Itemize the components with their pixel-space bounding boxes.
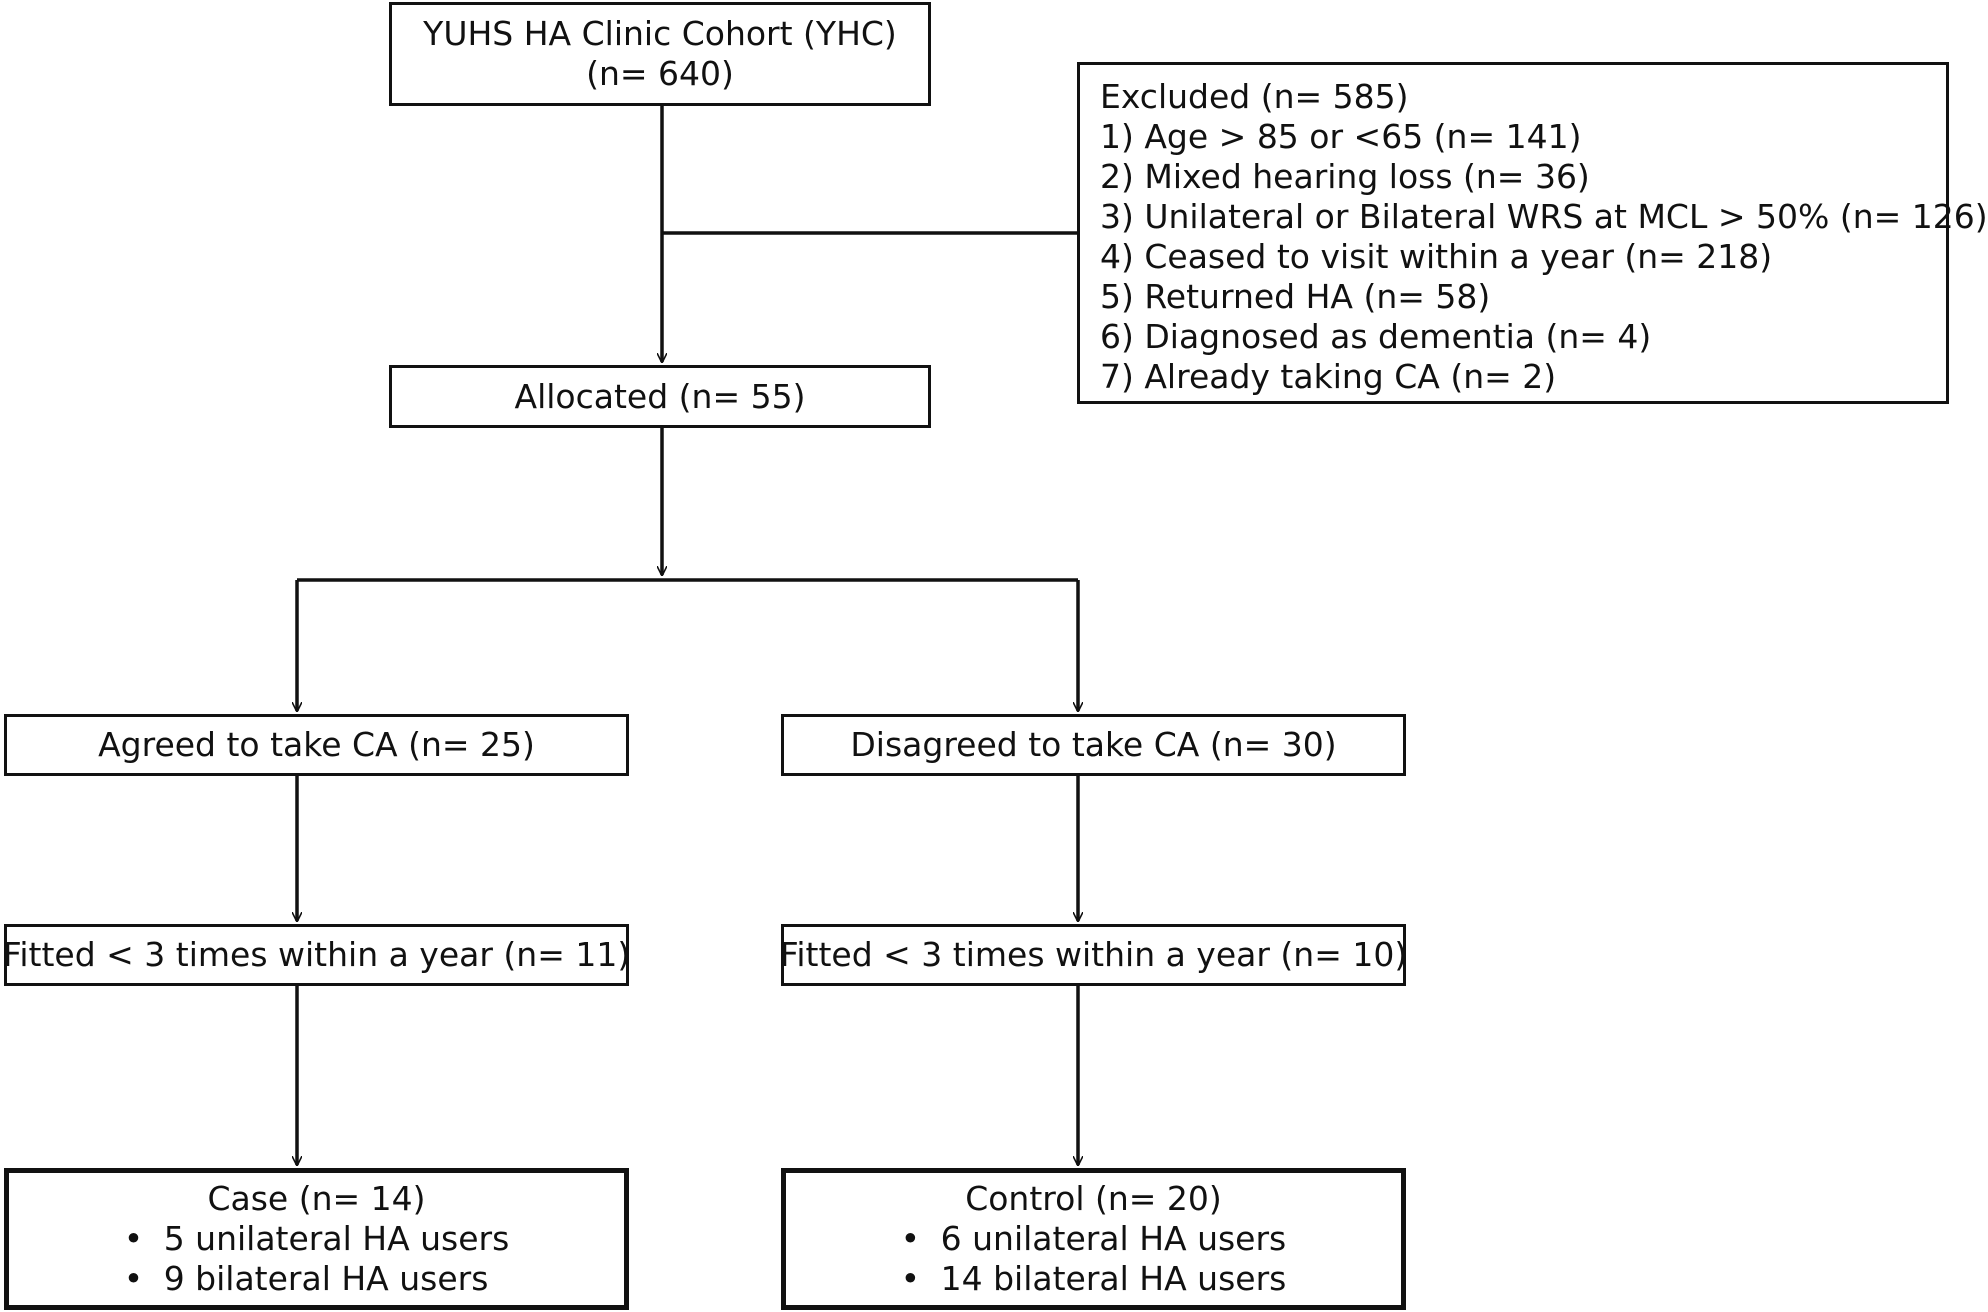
control-bullet: •14 bilateral HA users bbox=[900, 1259, 1287, 1298]
fitted-right-label: Fitted < 3 times within a year (n= 10) bbox=[779, 935, 1408, 974]
control-bullet: •6 unilateral HA users bbox=[900, 1219, 1287, 1258]
fitted-right-box: Fitted < 3 times within a year (n= 10) bbox=[779, 924, 1408, 986]
control-title: Control (n= 20) bbox=[965, 1179, 1222, 1218]
allocated-label: Allocated (n= 55) bbox=[514, 376, 806, 416]
control-box: Control (n= 20) •6 unilateral HA users •… bbox=[781, 1168, 1406, 1310]
bullet-icon: • bbox=[900, 1259, 921, 1298]
agreed-label: Agreed to take CA (n= 25) bbox=[98, 725, 535, 764]
disagreed-label: Disagreed to take CA (n= 30) bbox=[850, 725, 1337, 764]
allocated-box: Allocated (n= 55) bbox=[389, 365, 931, 428]
excluded-item: 4) Ceased to visit within a year (n= 218… bbox=[1100, 237, 1773, 276]
case-bullet: •5 unilateral HA users bbox=[123, 1219, 510, 1258]
bullet-icon: • bbox=[900, 1219, 921, 1258]
bullet-icon: • bbox=[123, 1259, 144, 1298]
excluded-box: Excluded (n= 585) 1) Age > 85 or <65 (n=… bbox=[1077, 62, 1988, 404]
case-title: Case (n= 14) bbox=[207, 1179, 426, 1218]
fitted-left-label: Fitted < 3 times within a year (n= 11) bbox=[2, 935, 631, 974]
case-box: Case (n= 14) •5 unilateral HA users •9 b… bbox=[4, 1168, 629, 1310]
excluded-item: 2) Mixed hearing loss (n= 36) bbox=[1100, 157, 1590, 196]
case-bullet: •9 bilateral HA users bbox=[123, 1259, 489, 1298]
excluded-item: 1) Age > 85 or <65 (n= 141) bbox=[1100, 117, 1582, 156]
cohort-title: YUHS HA Clinic Cohort (YHC) bbox=[423, 14, 897, 53]
excluded-item: 3) Unilateral or Bilateral WRS at MCL > … bbox=[1100, 197, 1988, 236]
cohort-count: (n= 640) bbox=[586, 54, 734, 93]
disagreed-box: Disagreed to take CA (n= 30) bbox=[781, 714, 1406, 776]
excluded-item: 6) Diagnosed as dementia (n= 4) bbox=[1100, 317, 1652, 356]
bullet-icon: • bbox=[123, 1219, 144, 1258]
cohort-box: YUHS HA Clinic Cohort (YHC) (n= 640) bbox=[389, 2, 931, 106]
fitted-left-box: Fitted < 3 times within a year (n= 11) bbox=[2, 924, 631, 986]
excluded-item: 7) Already taking CA (n= 2) bbox=[1100, 357, 1557, 396]
excluded-item: 5) Returned HA (n= 58) bbox=[1100, 277, 1491, 316]
agreed-box: Agreed to take CA (n= 25) bbox=[4, 714, 629, 776]
excluded-title: Excluded (n= 585) bbox=[1100, 77, 1409, 116]
